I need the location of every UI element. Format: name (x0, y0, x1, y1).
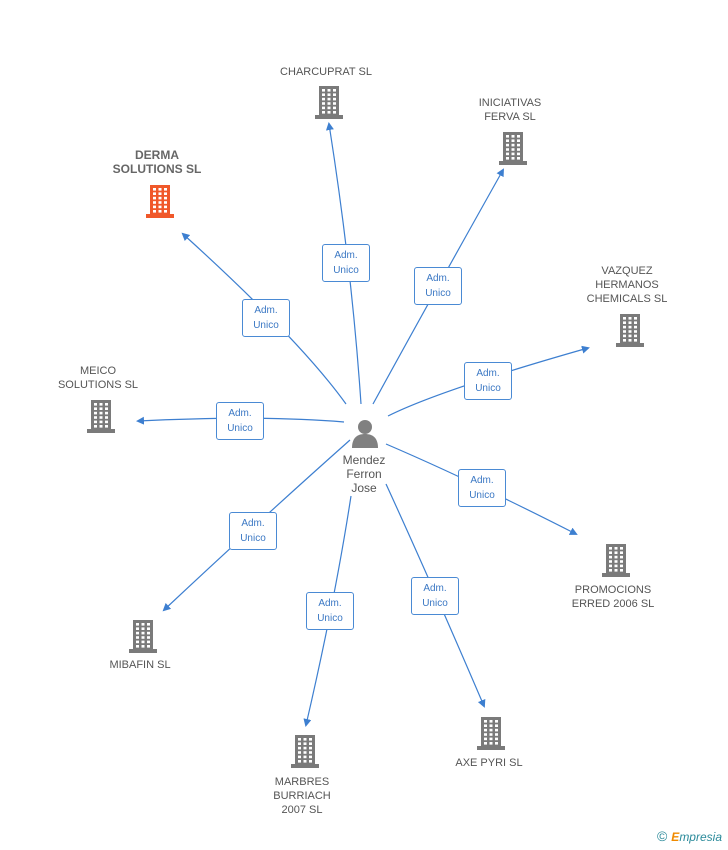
brand-name: mpresia (679, 830, 722, 844)
company-name-mibafin[interactable]: MIBAFIN SL (109, 659, 171, 671)
building-icon[interactable] (289, 733, 321, 774)
copyright-symbol: © (656, 828, 668, 844)
building-icon[interactable] (127, 618, 159, 659)
building-icon[interactable] (614, 312, 646, 353)
building-icon[interactable] (600, 542, 632, 583)
relationship-label: Adm. Unico (322, 244, 370, 282)
watermark: ©Empresia (657, 828, 722, 844)
relationship-label: Adm. Unico (414, 267, 462, 305)
relationship-label: Adm. Unico (306, 592, 354, 630)
relationship-label: Adm. Unico (229, 512, 277, 550)
company-name-charcuprat[interactable]: CHARCUPRAT SL (280, 66, 372, 78)
company-name-vazquez[interactable]: VAZQUEZ HERMANOS CHEMICALS SL (586, 265, 668, 305)
building-icon[interactable] (475, 715, 507, 756)
building-icon[interactable] (85, 398, 117, 439)
company-name-promocions[interactable]: PROMOCIONS ERRED 2006 SL (571, 584, 655, 610)
relationship-label: Adm. Unico (411, 577, 459, 615)
relationship-label: Adm. Unico (216, 402, 264, 440)
person-icon[interactable] (350, 418, 380, 453)
building-icon[interactable] (313, 84, 345, 125)
company-name-derma[interactable]: DERMA SOLUTIONS SL (112, 148, 202, 176)
company-name-meico[interactable]: MEICO SOLUTIONS SL (57, 365, 139, 391)
relationship-label: Adm. Unico (464, 362, 512, 400)
person-name[interactable]: Mendez Ferron Jose (342, 453, 386, 495)
relationship-label: Adm. Unico (242, 299, 290, 337)
building-icon[interactable] (497, 130, 529, 171)
relationship-label: Adm. Unico (458, 469, 506, 507)
building-icon[interactable] (144, 183, 176, 224)
brand-initial: E (671, 830, 680, 844)
company-name-axe[interactable]: AXE PYRI SL (455, 757, 523, 769)
company-name-iniciativas[interactable]: INICIATIVAS FERVA SL (478, 97, 542, 123)
company-name-marbres[interactable]: MARBRES BURRIACH 2007 SL (273, 776, 331, 816)
